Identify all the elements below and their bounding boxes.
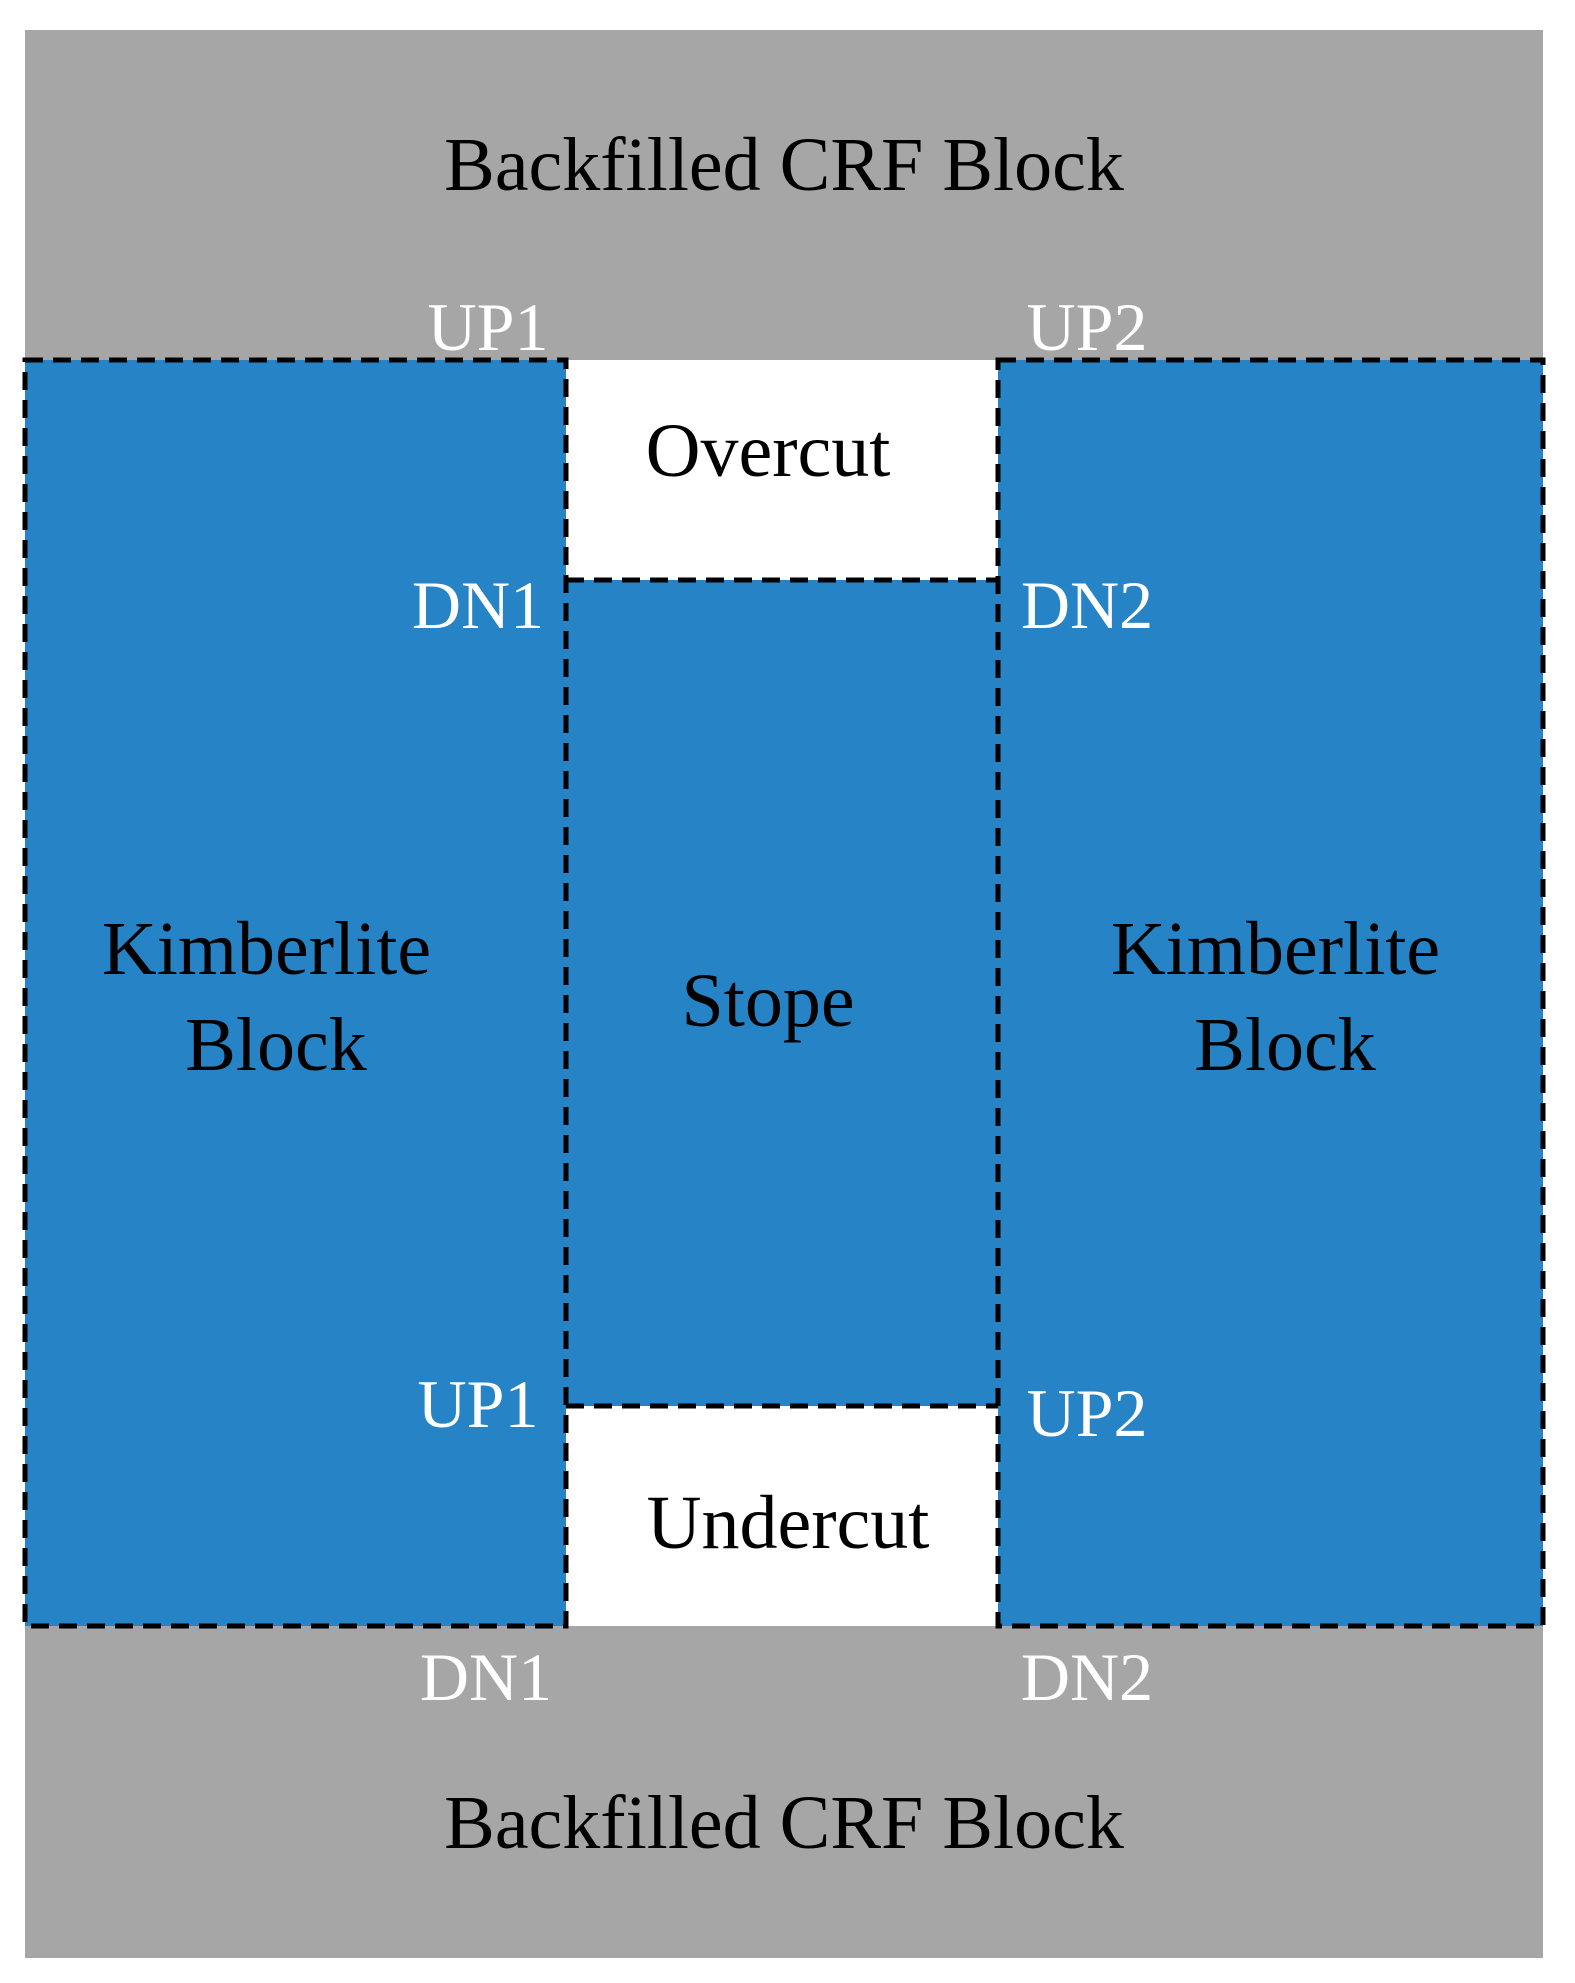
left-kimberlite-line-1: Kimberlite (102, 907, 431, 991)
bottom-left-dn-label: DN1 (420, 1639, 552, 1715)
right-kimberlite-line-2: Block (1194, 1003, 1376, 1087)
undercut-region (566, 1406, 998, 1626)
overcut-label: Overcut (646, 409, 891, 493)
top-backfill-label: Backfilled CRF Block (444, 123, 1124, 207)
undercut-label: Undercut (647, 1481, 930, 1565)
overcut-region (566, 360, 998, 580)
undercut-left-up-label: UP1 (418, 1366, 539, 1442)
stope-label: Stope (681, 959, 854, 1043)
top-right-up-label: UP2 (1027, 289, 1148, 365)
left-kimberlite-label: Kimberlite Block (102, 907, 450, 1087)
left-kimberlite-line-2: Block (185, 1003, 367, 1087)
overcut-right-dn-label: DN2 (1021, 567, 1153, 643)
left-kimberlite-boundary (22, 357, 569, 1629)
right-kimberlite-boundary (995, 357, 1546, 1629)
bottom-backfill-label: Backfilled CRF Block (444, 1781, 1124, 1865)
top-left-up-label: UP1 (428, 289, 549, 365)
undercut-right-up-label: UP2 (1027, 1375, 1148, 1451)
right-kimberlite-label: Kimberlite Block (1111, 907, 1459, 1087)
bottom-right-dn-label: DN2 (1021, 1639, 1153, 1715)
overcut-left-dn-label: DN1 (412, 567, 544, 643)
right-kimberlite-line-1: Kimberlite (1111, 907, 1440, 991)
